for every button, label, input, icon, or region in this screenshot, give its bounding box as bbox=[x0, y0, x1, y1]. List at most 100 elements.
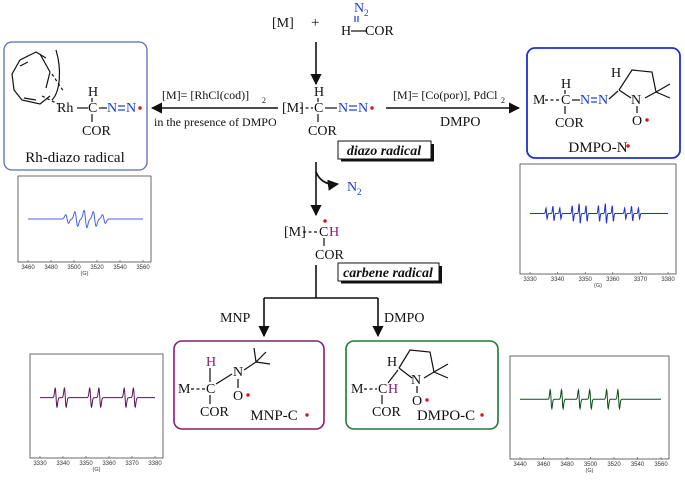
mnp-c-trace bbox=[40, 386, 155, 409]
top-metal: [M] bbox=[272, 16, 294, 31]
dmpo-c-unit-label: (G) bbox=[586, 468, 594, 474]
rh-box-label: Rh-diazo radical bbox=[25, 150, 125, 166]
dmpo-n-label-dot bbox=[626, 144, 630, 148]
rh-n1: N bbox=[107, 101, 117, 116]
rh-trace bbox=[28, 209, 143, 229]
dmpo-c-ring-n2 bbox=[423, 371, 435, 379]
diazo-radical-box-shadow bbox=[341, 159, 434, 162]
dmpo-n-c: C bbox=[561, 93, 570, 108]
dmpo-c-radical-dot bbox=[425, 398, 429, 402]
dmpo-c-tick-label: 3460 bbox=[537, 462, 551, 468]
carbene-h: H bbox=[329, 225, 339, 240]
mnp-m: M bbox=[178, 382, 191, 397]
dmpo-c-label: DMPO-C bbox=[417, 408, 475, 424]
mnp-bond-n bbox=[215, 373, 233, 385]
right-condition: [M]= [Co(por)], PdCl bbox=[393, 88, 498, 102]
dmpo-c-methyls bbox=[433, 363, 449, 379]
dmpo-n-cor: COR bbox=[555, 116, 584, 131]
dmpo-n-ring-n bbox=[618, 89, 632, 99]
rh-unit-label: (G) bbox=[81, 271, 89, 277]
mnp-n: N bbox=[233, 365, 243, 380]
mnp-c: C bbox=[206, 382, 215, 397]
dmpo-n-n1: N bbox=[580, 93, 590, 108]
mnp-tbu bbox=[243, 347, 271, 371]
carbene-radical-label: carbene radical bbox=[343, 266, 433, 281]
diazo-h: H bbox=[341, 24, 351, 39]
rh-tick-label: 3560 bbox=[136, 265, 150, 271]
mnp-c-tick-label: 3380 bbox=[148, 461, 162, 467]
dmpo-n-radical-dot bbox=[645, 118, 649, 122]
carbene-metal: [M] bbox=[284, 225, 306, 240]
mnp-radical-dot bbox=[246, 393, 250, 397]
dmpo-n-tick-label: 3370 bbox=[634, 277, 648, 283]
mnp-o: O bbox=[233, 389, 243, 404]
rh-label: Rh bbox=[57, 101, 73, 116]
dmpo-n-tick-label: 3350 bbox=[579, 277, 593, 283]
dmpo-c-bond-ring bbox=[387, 369, 399, 384]
mnp-h: H bbox=[206, 355, 216, 370]
dmpo-n-m: M bbox=[533, 93, 546, 108]
right-condition-sub: 2 bbox=[501, 96, 505, 105]
dmpo-n-ring-n2 bbox=[644, 91, 657, 99]
dmpo-c-tick-label: 3480 bbox=[560, 462, 574, 468]
center-c: C bbox=[314, 101, 323, 116]
dmpo-n-unit-label: (G) bbox=[594, 283, 602, 289]
mnp-c-tick-label: 3370 bbox=[125, 461, 139, 467]
dmpo-c-h: H bbox=[388, 382, 398, 397]
center-metal: [M] bbox=[282, 101, 304, 116]
carbene-cor: COR bbox=[315, 248, 344, 263]
rh-tick-label: 3540 bbox=[113, 265, 127, 271]
dmpo-c-tick-label: 3520 bbox=[607, 462, 621, 468]
carbene-radical-box-shadow-r bbox=[439, 266, 442, 283]
diazo-cor: COR bbox=[365, 24, 394, 39]
dmpo-c-m: M bbox=[351, 382, 364, 397]
mnp-label-dot bbox=[305, 413, 309, 417]
dmpo-n-trace bbox=[530, 203, 668, 224]
dmpo-c-tick-label: 3500 bbox=[584, 462, 598, 468]
dmpo-c-tick-label: 3440 bbox=[513, 462, 527, 468]
plus-sign: + bbox=[311, 15, 319, 31]
mnp-c-tick-label: 3350 bbox=[79, 461, 93, 467]
diazo-radical-box-shadow-r bbox=[431, 144, 434, 161]
diazo-n2: N bbox=[354, 1, 364, 16]
dmpo-c-trace bbox=[520, 388, 661, 411]
rh-tick-label: 3500 bbox=[67, 265, 81, 271]
carbene-radical-box-shadow bbox=[341, 281, 442, 284]
dmpo-n-label: DMPO-N bbox=[568, 140, 627, 156]
center-n2: N bbox=[358, 101, 368, 116]
dmpo-n-h: H bbox=[561, 77, 571, 92]
dmpo-n-tick-label: 3360 bbox=[606, 277, 620, 283]
dmpo-c-c: C bbox=[378, 382, 387, 397]
rh-diazo-box bbox=[3, 41, 148, 171]
center-n1: N bbox=[338, 101, 348, 116]
dmpo-c-ring bbox=[398, 349, 435, 373]
left-note: in the presence of DMPO bbox=[154, 115, 277, 129]
mnp-c-tick-label: 3330 bbox=[33, 461, 47, 467]
diazo-radical-label: diazo radical bbox=[347, 144, 421, 159]
dmpo-n-box bbox=[526, 47, 681, 159]
rh-cor: COR bbox=[82, 124, 111, 139]
n2-loss-sub: 2 bbox=[357, 187, 362, 197]
diazo-n2-sub: 2 bbox=[364, 8, 369, 18]
dmpo-c-cor: COR bbox=[372, 405, 401, 420]
left-condition: [M]= [RhCl(cod)] bbox=[162, 88, 249, 102]
rh-tick-label: 3460 bbox=[21, 265, 35, 271]
dmpo-c-ring-h: H bbox=[387, 355, 397, 370]
dmpo-n-tick-label: 3340 bbox=[551, 277, 565, 283]
rh-n2: N bbox=[126, 101, 136, 116]
dmpo-n-n2: N bbox=[598, 93, 608, 108]
mnp-c-tick-label: 3340 bbox=[56, 461, 70, 467]
rh-radical-dot bbox=[138, 106, 142, 110]
mnp-c-unit-label: (G) bbox=[93, 467, 101, 473]
dmpo-c-box bbox=[345, 340, 499, 430]
dmpo-c-o: O bbox=[412, 394, 422, 409]
dmpo-c-tick-label: 3560 bbox=[654, 462, 668, 468]
carbene-c: C bbox=[319, 225, 328, 240]
dmpo-n-methyls bbox=[655, 83, 671, 99]
